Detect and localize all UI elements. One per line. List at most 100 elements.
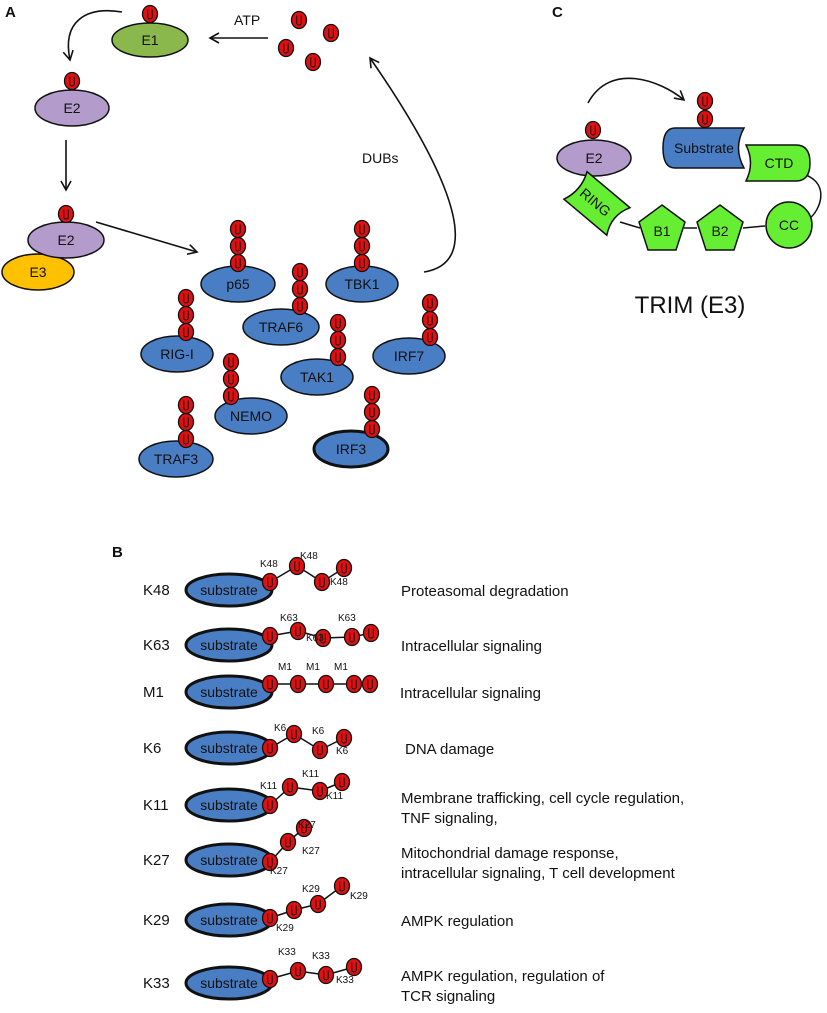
linkage-type-label: K27 xyxy=(143,852,170,869)
trim-substrate-label: Substrate xyxy=(674,140,734,156)
free-ubiquitin-icon xyxy=(304,52,322,72)
e3-enzyme xyxy=(1,253,75,291)
substrate-rig-i: RIG-I xyxy=(140,335,214,373)
substrate-label: substrate xyxy=(200,684,258,700)
panel-b-letter: B xyxy=(112,544,123,561)
polyubiquitin-chain-icon xyxy=(177,429,195,449)
polyubiquitin-chain-icon xyxy=(353,219,371,239)
trim-ring-domain: RING xyxy=(562,170,632,237)
linkage-site-label: K33 xyxy=(336,975,354,986)
substrate-irf3-label: IRF3 xyxy=(336,441,367,457)
ubiquitin-icon xyxy=(362,623,380,643)
linkage-site-label: K27 xyxy=(298,820,316,831)
ubiquitin-icon xyxy=(261,674,279,694)
substrate-label: substrate xyxy=(200,912,258,928)
substrate-p65: p65 xyxy=(200,265,276,303)
ctd-cc-linker xyxy=(805,174,822,219)
substrate-irf7-shape xyxy=(372,337,446,375)
linkage-site-label: K27 xyxy=(302,846,320,857)
ubiquitin-icon xyxy=(335,558,353,578)
linkage-type-label: K11 xyxy=(143,797,169,814)
polyubiquitin-chain-icon xyxy=(329,330,347,350)
substrate-traf6: TRAF6 xyxy=(242,308,320,346)
trim-b2-domain xyxy=(696,204,744,251)
polyubiquitin-chain-icon xyxy=(363,385,381,405)
polyubiquitin-chain-icon xyxy=(421,310,439,330)
linkage-site-label: K63 xyxy=(280,613,298,624)
trim-e2-ubiquitin-icon xyxy=(584,120,602,140)
trim-e2-label: E2 xyxy=(585,150,602,166)
polyubiquitin-chain-icon xyxy=(291,262,309,282)
ubiquitin-icon xyxy=(289,674,307,694)
linkage-site-label: K33 xyxy=(312,951,330,962)
substrate-label: substrate xyxy=(200,852,258,868)
ubiquitin-icon xyxy=(314,628,332,648)
linkage-site-label: K63 xyxy=(338,613,356,624)
e2-complex-label: E2 xyxy=(57,232,74,248)
function-label: Intracellular signaling xyxy=(400,685,541,702)
trim-ctd-domain xyxy=(744,144,811,182)
polyubiquitin-chain-icon xyxy=(222,369,240,389)
free-ubiquitin-icon xyxy=(322,23,340,43)
trim-ctd-label: CTD xyxy=(765,155,794,171)
polyubiquitin-chain-icon xyxy=(363,402,381,422)
b2-cc-linker xyxy=(742,225,766,229)
substrate-ellipse xyxy=(184,627,274,663)
panel-c: C E2 Substrate CTD RING B1 B2 CC TRIM (E… xyxy=(552,4,822,319)
trim-e2-enzyme xyxy=(556,139,632,177)
e1-ubiquitin-icon xyxy=(141,4,159,24)
ubiquitin-icon xyxy=(333,772,351,792)
substrate-tbk1-label: TBK1 xyxy=(344,276,379,292)
trim-title: TRIM (E3) xyxy=(635,292,746,319)
ubiquitin-icon xyxy=(279,832,297,852)
panel-a-ubiquitin xyxy=(57,4,439,449)
polyubiquitin-chain-icon xyxy=(222,386,240,406)
linkage-site-label: K11 xyxy=(302,769,319,780)
ubiquitin-icon xyxy=(311,740,329,760)
linkage-type-label: K48 xyxy=(143,582,170,599)
linkage-type-label: K33 xyxy=(143,975,170,992)
ubiquitin-icon xyxy=(317,674,335,694)
linkage-type-label: M1 xyxy=(143,684,164,701)
polyubiquitin-chain-icon xyxy=(363,419,381,439)
substrate-rig-i-shape xyxy=(140,335,214,373)
ubiquitin-icon xyxy=(333,876,351,896)
ubiquitin-icon xyxy=(261,626,279,646)
free-ubiquitin-icon xyxy=(277,38,295,58)
polyubiquitin-chain-icon xyxy=(353,236,371,256)
trim-cc-label: CC xyxy=(779,217,799,233)
linkage-site-label: K6 xyxy=(312,726,325,737)
polyubiquitin-chain-icon xyxy=(177,322,195,342)
function-label: DNA damage xyxy=(405,741,494,758)
polyubiquitin-chain-icon xyxy=(421,327,439,347)
ubiquitin-icon xyxy=(285,724,303,744)
linkage-site-label: M1 xyxy=(278,662,292,673)
linkage-site-label: K11 xyxy=(260,781,277,792)
trim-cc-domain xyxy=(765,201,813,249)
dubs-label: DUBs xyxy=(362,150,399,166)
linkage-site-label: K63 xyxy=(306,633,324,644)
substrate-nemo: NEMO xyxy=(214,397,288,435)
e3-label: E3 xyxy=(29,264,46,280)
substrate-tak1: TAK1 xyxy=(280,358,354,396)
panel-a: A E1 ATP E2 E3 E2 DUBs p65 TBK1 TRAF xyxy=(1,4,457,478)
trim-substrate xyxy=(662,127,746,169)
polyubiquitin-chain-icon xyxy=(329,347,347,367)
e2-complex-ubiquitin-icon xyxy=(57,204,75,224)
substrate-label: substrate xyxy=(200,637,258,653)
linkage-type-label: K63 xyxy=(143,637,170,654)
polyubiquitin-chain-icon xyxy=(177,288,195,308)
trim-ring-shape xyxy=(562,170,632,237)
linkage-site-label: K29 xyxy=(302,884,320,895)
polyubiquitin-chain-icon xyxy=(229,236,247,256)
e1-label: E1 xyxy=(141,32,158,48)
linkage-site-label: M1 xyxy=(306,662,320,673)
substrate-p65-label: p65 xyxy=(226,276,250,292)
panel-c-letter: C xyxy=(552,4,563,21)
